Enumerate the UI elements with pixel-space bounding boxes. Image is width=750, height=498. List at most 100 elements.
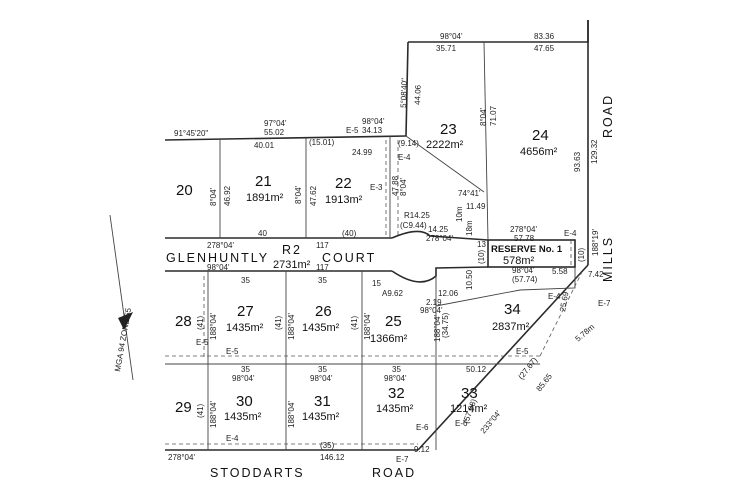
dimension-label: 5°08'40" xyxy=(399,78,409,108)
dimension-label: 8°04' xyxy=(294,185,303,204)
splay-boundary xyxy=(417,264,589,451)
dimension-label: 11.49 xyxy=(466,202,486,211)
dimension-label: (10) xyxy=(577,247,586,262)
easement-label: E-6 xyxy=(416,423,429,432)
lot-lines xyxy=(165,41,576,450)
street-glenhuntly: GLENHUNTLY xyxy=(166,251,269,265)
dimension-label: 35 xyxy=(241,276,250,285)
dimension-label: 98°04' xyxy=(440,32,463,41)
lot-area: 2222m² xyxy=(426,139,464,151)
boundary-north-row xyxy=(164,135,407,141)
dimension-label: R14.25 xyxy=(404,211,430,220)
dimension-label: (41) xyxy=(274,315,283,330)
easement-label: E-6 xyxy=(455,419,468,428)
dimension-label: 5.58 xyxy=(552,267,568,276)
dimension-label: 46.92 xyxy=(223,185,232,206)
street-stoddarts-road: ROAD xyxy=(372,466,416,480)
dimension-label: 117 xyxy=(316,263,329,272)
lot-number: 23 xyxy=(440,121,457,138)
easement-label: E-5 xyxy=(196,338,209,347)
dimension-label: 25.69 xyxy=(558,291,570,313)
dimension-label: 98°04' xyxy=(512,266,535,275)
dimension-label: 35 xyxy=(392,365,401,374)
dimension-label: 35 xyxy=(318,276,327,285)
easement-lines xyxy=(165,140,583,445)
dimension-label: 129.32 xyxy=(590,139,599,164)
dimension-label: 40.01 xyxy=(254,141,275,150)
easement-label: E-4 xyxy=(398,153,411,162)
road-code: R2 xyxy=(282,243,302,257)
dimension-label: 117 xyxy=(316,241,329,250)
dimension-label: 8°04' xyxy=(399,177,408,196)
easement-label: E-5 xyxy=(516,347,529,356)
dimension-label: 85.65 xyxy=(534,371,554,393)
lot-number: 33 xyxy=(461,385,478,402)
lot-area: 1366m² xyxy=(370,333,408,345)
reserve-area: 578m² xyxy=(503,255,535,267)
dimension-label: 91°45'20" xyxy=(174,129,208,138)
dimension-label: 35 xyxy=(318,365,327,374)
dimension-label: 188°04' xyxy=(287,401,296,428)
street-mills: MILLS xyxy=(601,236,615,282)
lot-number: 24 xyxy=(532,127,549,144)
dimension-label: 8°04' xyxy=(479,107,488,126)
dimension-label: 47.62 xyxy=(309,185,318,206)
dimension-label: 98°04' xyxy=(420,306,443,315)
lot-area: 1435m² xyxy=(302,322,340,334)
dimension-label: (35) xyxy=(320,441,335,450)
dimension-label: 15 xyxy=(372,279,381,288)
dimension-label: 5.78m xyxy=(574,322,597,343)
lot-area: 1214m² xyxy=(450,403,488,415)
lot-number: 20 xyxy=(176,182,193,199)
dimension-label: 7.42 xyxy=(588,270,604,279)
boundary-line xyxy=(519,268,576,291)
boundary-line xyxy=(483,41,489,241)
easement-label: E-4 xyxy=(226,434,239,443)
dimension-label: 74°41' xyxy=(458,189,481,198)
street-mills-road: ROAD xyxy=(601,94,615,138)
easement-label: E-7 xyxy=(598,299,611,308)
lot-area: 1435m² xyxy=(226,322,264,334)
dimension-label: 50.12 xyxy=(466,365,487,374)
easement-label: E-4 xyxy=(564,229,577,238)
dimension-label: 12.06 xyxy=(438,289,459,298)
dimension-label: 146.12 xyxy=(320,453,345,462)
boundary-lines xyxy=(164,20,589,451)
dimension-label: (41) xyxy=(196,315,205,330)
dimension-label: 55.02 xyxy=(264,128,285,137)
easement-label: E-7 xyxy=(396,455,409,464)
dimension-label: 10.50 xyxy=(465,269,474,290)
dimension-label: 35 xyxy=(241,365,250,374)
dimension-label: 188°04' xyxy=(433,315,442,342)
lot-number: 28 xyxy=(175,313,192,330)
dimension-label: 98°04' xyxy=(207,263,230,272)
dimension-label: 44.06 xyxy=(413,84,423,105)
dimension-label: 188°04' xyxy=(209,401,218,428)
dimension-label: 57.78 xyxy=(514,234,535,243)
lot-area: 4656m² xyxy=(520,146,558,158)
dimension-label: 278°04' xyxy=(510,225,537,234)
road-area: 2731m² xyxy=(273,259,311,271)
dimension-label: (15.01) xyxy=(309,138,335,147)
lot-area: 1435m² xyxy=(376,403,414,415)
boundary-line xyxy=(539,271,583,357)
lot-number: 31 xyxy=(314,393,331,410)
easement-label: E-4 xyxy=(548,292,561,301)
lot-number: 27 xyxy=(237,303,254,320)
dimension-label: (57.74) xyxy=(512,275,538,284)
dimension-label: (9.14) xyxy=(398,139,419,148)
north-arrow-icon xyxy=(118,312,133,330)
lot-area: 1913m² xyxy=(325,194,363,206)
dimension-label: (C9.44) xyxy=(400,221,427,230)
reserve-outline xyxy=(487,239,576,268)
dimension-label: 34.13 xyxy=(362,126,383,135)
dimension-label: 188°04' xyxy=(287,313,296,340)
dimension-label: 93.63 xyxy=(573,151,582,172)
dimension-label: 9.12 xyxy=(414,445,430,454)
lot-number: 34 xyxy=(504,301,521,318)
dimension-label: 98°04' xyxy=(362,117,385,126)
dimension-label: 278°04' xyxy=(426,234,453,243)
boundary-line xyxy=(405,135,485,193)
lot-area: 1435m² xyxy=(224,411,262,423)
